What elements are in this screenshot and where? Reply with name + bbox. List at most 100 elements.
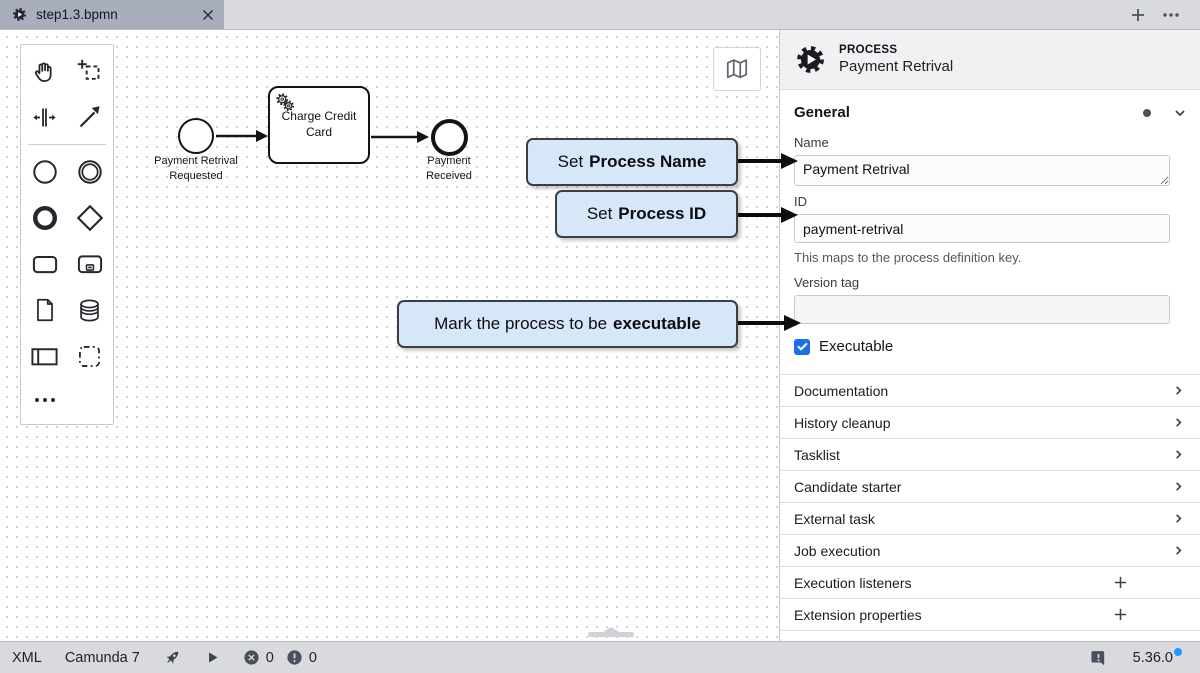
start-event-shape[interactable] bbox=[178, 118, 214, 154]
bpmn-canvas[interactable]: Payment Retrival Requested Charge Credit… bbox=[0, 30, 779, 641]
section-history-cleanup[interactable]: History cleanup bbox=[780, 406, 1200, 438]
general-section-header[interactable]: General bbox=[780, 90, 1200, 127]
main-area: Payment Retrival Requested Charge Credit… bbox=[0, 30, 1200, 641]
participant-icon bbox=[31, 347, 58, 365]
subprocess-icon bbox=[77, 255, 102, 274]
status-bar-right: 5.36.0 bbox=[1090, 647, 1188, 666]
name-field-label: Name bbox=[794, 135, 829, 150]
palette-create-subprocess[interactable] bbox=[67, 241, 112, 287]
engine-profile-button[interactable]: Camunda 7 bbox=[64, 649, 140, 666]
properties-panel: PROCESS Payment Retrival General Name Pa… bbox=[779, 30, 1200, 641]
new-tab-button[interactable] bbox=[1130, 7, 1146, 23]
chevron-right-icon bbox=[1172, 448, 1185, 461]
feedback-icon[interactable] bbox=[1090, 649, 1107, 666]
section-tasklist[interactable]: Tasklist bbox=[780, 438, 1200, 470]
executable-checkbox[interactable] bbox=[794, 338, 810, 355]
process-gear-icon bbox=[12, 7, 27, 22]
version-button[interactable]: 5.36.0 bbox=[1132, 647, 1182, 666]
palette-global-connect-tool[interactable] bbox=[67, 94, 112, 140]
problems-indicator[interactable]: 0 0 bbox=[243, 649, 317, 666]
element-name-label: Payment Retrival bbox=[839, 58, 954, 75]
status-bar: XML Camunda 7 0 0 5 bbox=[0, 641, 1200, 673]
tab-step1-3-bpmn[interactable]: step1.3.bpmn bbox=[0, 0, 224, 29]
more-options-icon[interactable] bbox=[1162, 12, 1180, 18]
general-section-title: General bbox=[794, 104, 850, 121]
rocket-icon bbox=[163, 648, 182, 667]
bottom-panel-resize-handle[interactable] bbox=[588, 627, 634, 637]
task-label-line2: Card bbox=[305, 125, 332, 139]
version-label: 5.36.0 bbox=[1132, 649, 1173, 666]
process-icon bbox=[795, 44, 826, 75]
service-task-gears-icon bbox=[273, 91, 297, 120]
palette-create-data-store[interactable] bbox=[67, 287, 112, 333]
palette-create-participant[interactable] bbox=[22, 333, 67, 379]
check-icon bbox=[796, 342, 808, 351]
play-icon bbox=[205, 650, 220, 665]
start-instance-button[interactable] bbox=[205, 650, 220, 665]
tab-bar: step1.3.bpmn bbox=[0, 0, 1200, 30]
service-task-shape[interactable]: Charge Credit Card bbox=[268, 86, 370, 164]
palette-create-start-event[interactable] bbox=[22, 149, 67, 195]
section-execution-listeners[interactable]: Execution listeners bbox=[780, 566, 1200, 598]
map-icon bbox=[726, 59, 748, 79]
id-field-label: ID bbox=[794, 194, 807, 209]
minimap-toggle-button[interactable] bbox=[713, 47, 761, 91]
palette-create-group[interactable] bbox=[67, 333, 112, 379]
xml-toggle-button[interactable]: XML bbox=[12, 649, 42, 666]
tab-title: step1.3.bpmn bbox=[36, 7, 118, 22]
start-event-label: Payment Retrival Requested bbox=[154, 155, 238, 182]
add-extension-property-button[interactable] bbox=[1113, 607, 1128, 622]
lasso-tool-icon bbox=[77, 59, 100, 80]
warning-count: 0 bbox=[308, 649, 317, 666]
error-count: 0 bbox=[265, 649, 274, 666]
executable-label: Executable bbox=[819, 338, 894, 355]
chevron-down-icon bbox=[1173, 106, 1187, 120]
palette-create-end-event[interactable] bbox=[22, 195, 67, 241]
global-connect-icon bbox=[79, 105, 100, 127]
tab-bar-actions bbox=[1130, 0, 1200, 29]
palette-space-tool[interactable] bbox=[22, 94, 67, 140]
palette-separator bbox=[28, 144, 106, 145]
name-input[interactable]: Payment Retrival bbox=[794, 155, 1170, 186]
panel-sections: Documentation History cleanup Tasklist C… bbox=[780, 374, 1200, 631]
task-label: Charge Credit bbox=[281, 109, 357, 124]
section-candidate-starter[interactable]: Candidate starter bbox=[780, 470, 1200, 502]
version-tag-label: Version tag bbox=[794, 275, 860, 290]
palette-lasso-tool[interactable] bbox=[67, 48, 112, 94]
error-circle-icon bbox=[243, 649, 260, 666]
group-icon bbox=[79, 345, 100, 367]
chevron-right-icon bbox=[1172, 416, 1185, 429]
palette-hand-tool[interactable] bbox=[22, 48, 67, 94]
palette-create-task[interactable] bbox=[22, 241, 67, 287]
palette-create-data-object[interactable] bbox=[22, 287, 67, 333]
section-documentation[interactable]: Documentation bbox=[780, 374, 1200, 406]
task-icon bbox=[32, 256, 57, 274]
version-tag-input[interactable] bbox=[794, 295, 1170, 324]
tool-palette bbox=[20, 44, 114, 425]
warning-circle-icon bbox=[286, 649, 303, 666]
end-event-label: Payment Received bbox=[426, 155, 472, 182]
element-type-label: PROCESS bbox=[839, 44, 898, 56]
id-input[interactable] bbox=[794, 214, 1170, 243]
start-event-icon bbox=[32, 160, 57, 184]
gateway-icon bbox=[76, 204, 103, 232]
hand-tool-icon bbox=[34, 62, 52, 82]
palette-create-intermediate-event[interactable] bbox=[67, 149, 112, 195]
end-event-icon bbox=[32, 205, 57, 231]
id-help-text: This maps to the process definition key. bbox=[794, 250, 1022, 265]
section-job-execution[interactable]: Job execution bbox=[780, 534, 1200, 566]
data-object-icon bbox=[36, 298, 53, 322]
palette-create-gateway[interactable] bbox=[67, 195, 112, 241]
more-tools-icon bbox=[35, 398, 55, 402]
palette-more-tools[interactable] bbox=[22, 379, 112, 421]
deploy-button[interactable] bbox=[163, 648, 182, 667]
section-external-task[interactable]: External task bbox=[780, 502, 1200, 534]
end-event-shape[interactable] bbox=[431, 119, 468, 156]
close-tab-icon[interactable] bbox=[202, 9, 214, 21]
section-extension-properties[interactable]: Extension properties bbox=[780, 598, 1200, 630]
data-present-dot bbox=[1143, 108, 1151, 117]
add-execution-listener-button[interactable] bbox=[1113, 575, 1128, 590]
